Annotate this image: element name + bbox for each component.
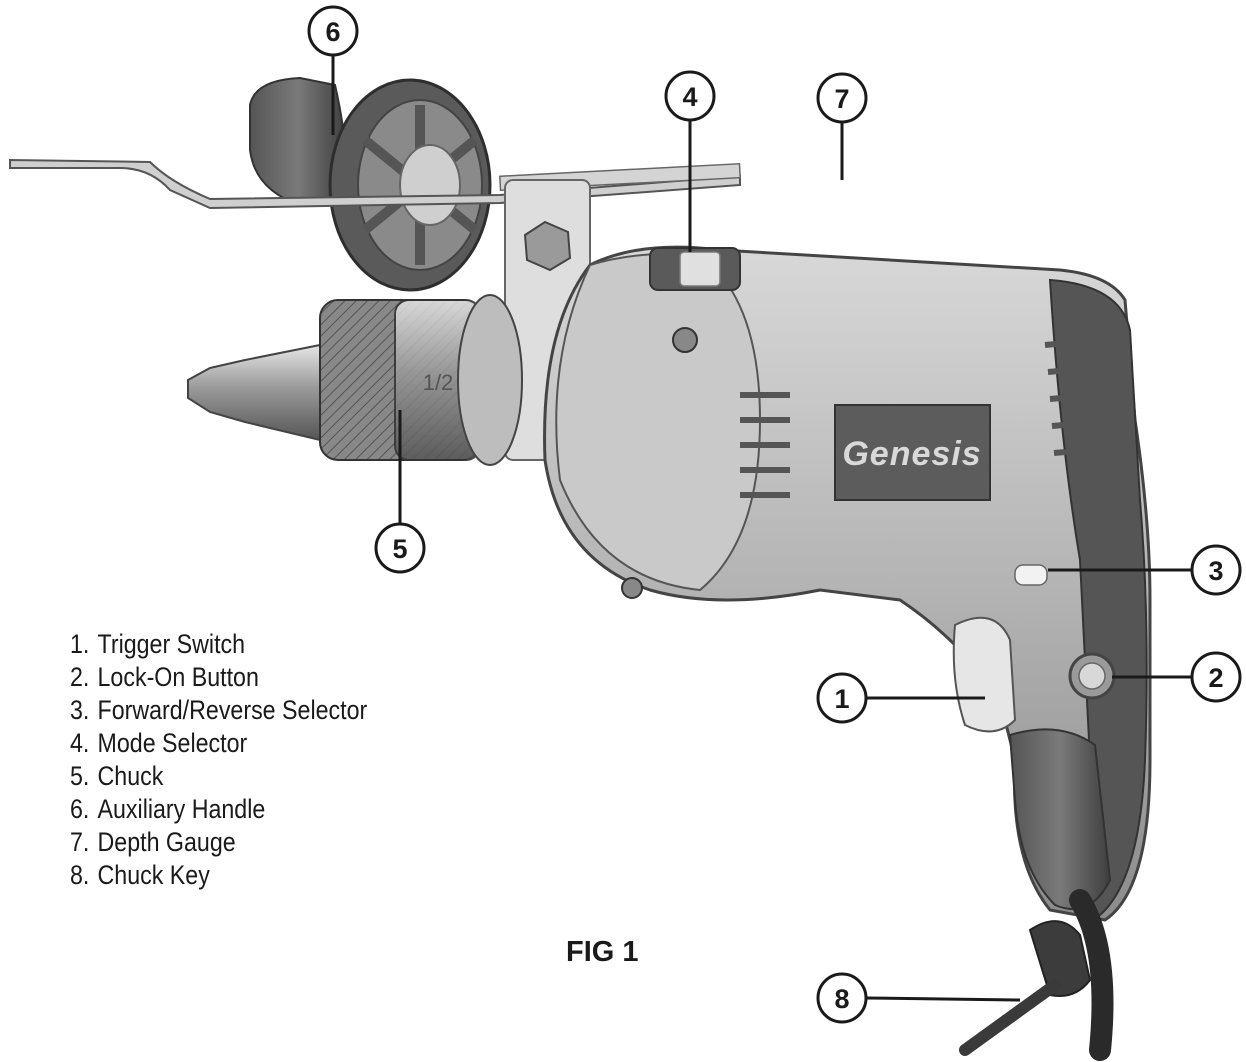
- svg-text:4: 4: [682, 82, 697, 112]
- legend-item: 5.Chuck: [70, 761, 164, 791]
- callout-1: 1: [816, 672, 868, 724]
- callout-7: 7: [816, 72, 868, 124]
- trigger-switch: [952, 616, 1017, 733]
- callout-3: 3: [1190, 544, 1242, 596]
- legend-item: 6.Auxiliary Handle: [70, 794, 266, 824]
- legend-item: 7.Depth Gauge: [70, 827, 236, 857]
- callout-4: 4: [664, 70, 716, 122]
- chuck: 1/2: [187, 294, 523, 466]
- legend-item: 1.Trigger Switch: [70, 629, 246, 659]
- auxiliary-handle: [249, 76, 492, 292]
- svg-text:7: 7: [834, 84, 849, 114]
- drill-body: Genesis: [543, 245, 1152, 922]
- lock-on-button: [1078, 662, 1106, 690]
- svg-text:1: 1: [834, 684, 849, 714]
- leader-lines: [331, 55, 1192, 1002]
- chuck-key: [959, 889, 1114, 1061]
- mode-selector: [679, 251, 721, 287]
- parts-legend: 1.Trigger Switch 2.Lock-On Button 3.Forw…: [70, 628, 367, 892]
- callout-5: 5: [374, 522, 426, 574]
- chuck-marking: 1/2: [423, 370, 454, 395]
- figure-label: FIG 1: [566, 936, 639, 968]
- svg-text:8: 8: [834, 984, 849, 1014]
- callout-6: 6: [307, 5, 359, 57]
- legend-item: 2.Lock-On Button: [70, 662, 259, 692]
- callout-2: 2: [1190, 651, 1242, 703]
- brand-label: Genesis: [842, 435, 981, 473]
- svg-text:3: 3: [1208, 556, 1223, 586]
- legend-item: 8.Chuck Key: [70, 860, 210, 890]
- legend-item: 3.Forward/Reverse Selector: [70, 695, 368, 725]
- forward-reverse-selector: [1014, 564, 1048, 586]
- svg-text:2: 2: [1208, 663, 1223, 693]
- callout-8: 8: [816, 972, 868, 1024]
- svg-text:6: 6: [325, 17, 340, 47]
- svg-text:5: 5: [392, 534, 407, 564]
- legend-item: 4.Mode Selector: [70, 728, 248, 758]
